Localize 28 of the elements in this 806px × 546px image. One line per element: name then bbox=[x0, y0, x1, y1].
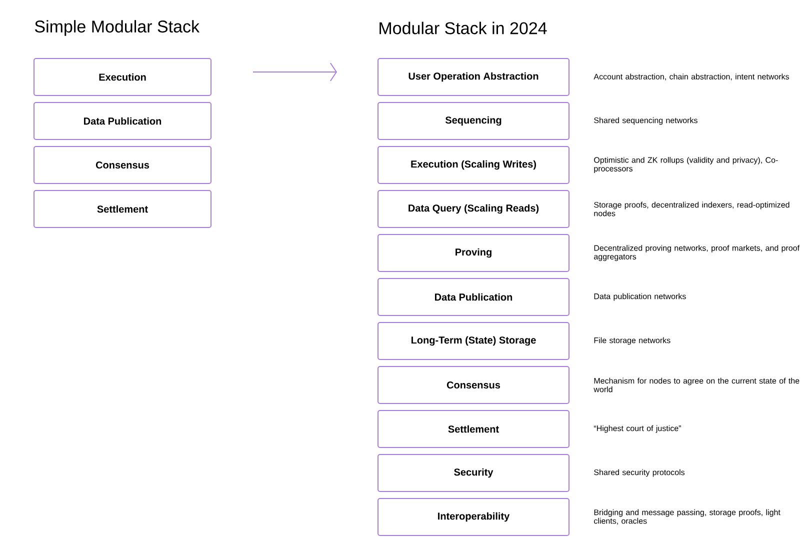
layer-description: Optimistic and ZK rollups (validity and privacy), Co-processors bbox=[594, 156, 778, 174]
layer-description: Mechanism for nodes to agree on the current state of the world bbox=[594, 378, 800, 392]
layer-box: Data Publication bbox=[34, 102, 212, 140]
layer-box: Sequencing bbox=[378, 102, 570, 140]
layer-box: Security bbox=[378, 454, 570, 492]
layer-box: Data Query (Scaling Reads) bbox=[378, 190, 570, 228]
layer-box: Long-Term (State) Storage bbox=[378, 322, 570, 360]
layer-box: Data Publication bbox=[378, 278, 570, 316]
heading: Simple Modular Stack bbox=[34, 20, 200, 36]
layer-description: Decentralized proving networks, proof markets, and proof aggregators bbox=[594, 244, 800, 262]
layer-description: Storage proofs, decentralized indexers, read-optimized nodes bbox=[594, 202, 790, 216]
layer-description: Account abstraction, chain abstraction, intent networks bbox=[594, 74, 790, 80]
layer-box: Consensus bbox=[378, 366, 570, 404]
layer-box: Consensus bbox=[34, 146, 212, 184]
layer-box: Settlement bbox=[34, 190, 212, 228]
heading: Modular Stack in 2024 bbox=[380, 22, 547, 34]
layer-box: Execution (Scaling Writes) bbox=[378, 146, 570, 184]
layer-description: Bridging and message passing, storage proofs, light clients, oracles bbox=[594, 509, 780, 525]
layer-box: User Operation Abstraction bbox=[378, 58, 570, 96]
layer-description: File storage networks bbox=[594, 337, 670, 345]
layer-description: Shared sequencing networks bbox=[594, 117, 698, 125]
layer-description: Data publication networks bbox=[594, 293, 686, 301]
layer-box: Proving bbox=[378, 234, 570, 272]
layer-box: Interoperability bbox=[378, 498, 570, 536]
layer-box: Execution bbox=[34, 58, 212, 96]
layer-description: Shared security protocols bbox=[594, 469, 685, 477]
layer-box: Settlement bbox=[378, 410, 570, 448]
layer-description: “Highest court of justice” bbox=[594, 425, 681, 433]
